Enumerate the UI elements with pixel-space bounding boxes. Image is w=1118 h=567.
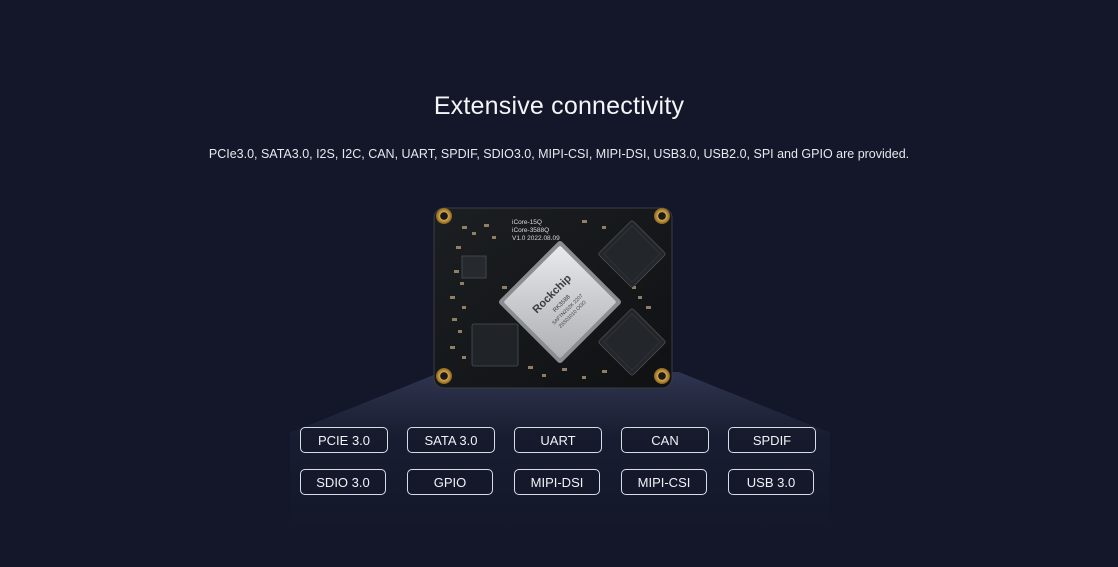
tag-spdif[interactable]: SPDIF xyxy=(728,427,816,453)
tag-sata[interactable]: SATA 3.0 xyxy=(407,427,495,453)
mount-hole-icon xyxy=(654,208,670,224)
tag-gpio[interactable]: GPIO xyxy=(407,469,493,495)
ram-chip-1 xyxy=(598,220,666,288)
core-board-illustration: iCore-15Q iCore-3588Q V1.0 2022.08.09 Ro… xyxy=(433,207,673,389)
mount-hole-icon xyxy=(436,368,452,384)
section-title: Extensive connectivity xyxy=(433,92,685,120)
interface-tag-grid: PCIE 3.0 SATA 3.0 UART CAN SPDIF SDIO 3.… xyxy=(300,427,820,495)
silkscreen-model: iCore-15Q xyxy=(512,219,542,226)
silkscreen-model-2: iCore-3588Q xyxy=(512,227,549,234)
tag-mipi-dsi[interactable]: MIPI-DSI xyxy=(514,469,600,495)
emmc-chip xyxy=(471,323,519,367)
tag-uart[interactable]: UART xyxy=(514,427,602,453)
core-board-image: iCore-15Q iCore-3588Q V1.0 2022.08.09 Ro… xyxy=(432,206,674,390)
silkscreen-version: V1.0 2022.08.09 xyxy=(512,235,560,242)
mount-hole-icon xyxy=(654,368,670,384)
soc-chip xyxy=(499,241,621,363)
tag-pcie[interactable]: PCIE 3.0 xyxy=(300,427,388,453)
mount-hole-icon xyxy=(436,208,452,224)
tag-can[interactable]: CAN xyxy=(621,427,709,453)
tag-mipi-csi[interactable]: MIPI-CSI xyxy=(621,469,707,495)
ram-chip-2 xyxy=(598,308,666,376)
tag-sdio[interactable]: SDIO 3.0 xyxy=(300,469,386,495)
pmic-chip xyxy=(461,255,487,279)
tag-usb[interactable]: USB 3.0 xyxy=(728,469,814,495)
section-description: PCIe3.0, SATA3.0, I2S, I2C, CAN, UART, S… xyxy=(208,147,910,161)
